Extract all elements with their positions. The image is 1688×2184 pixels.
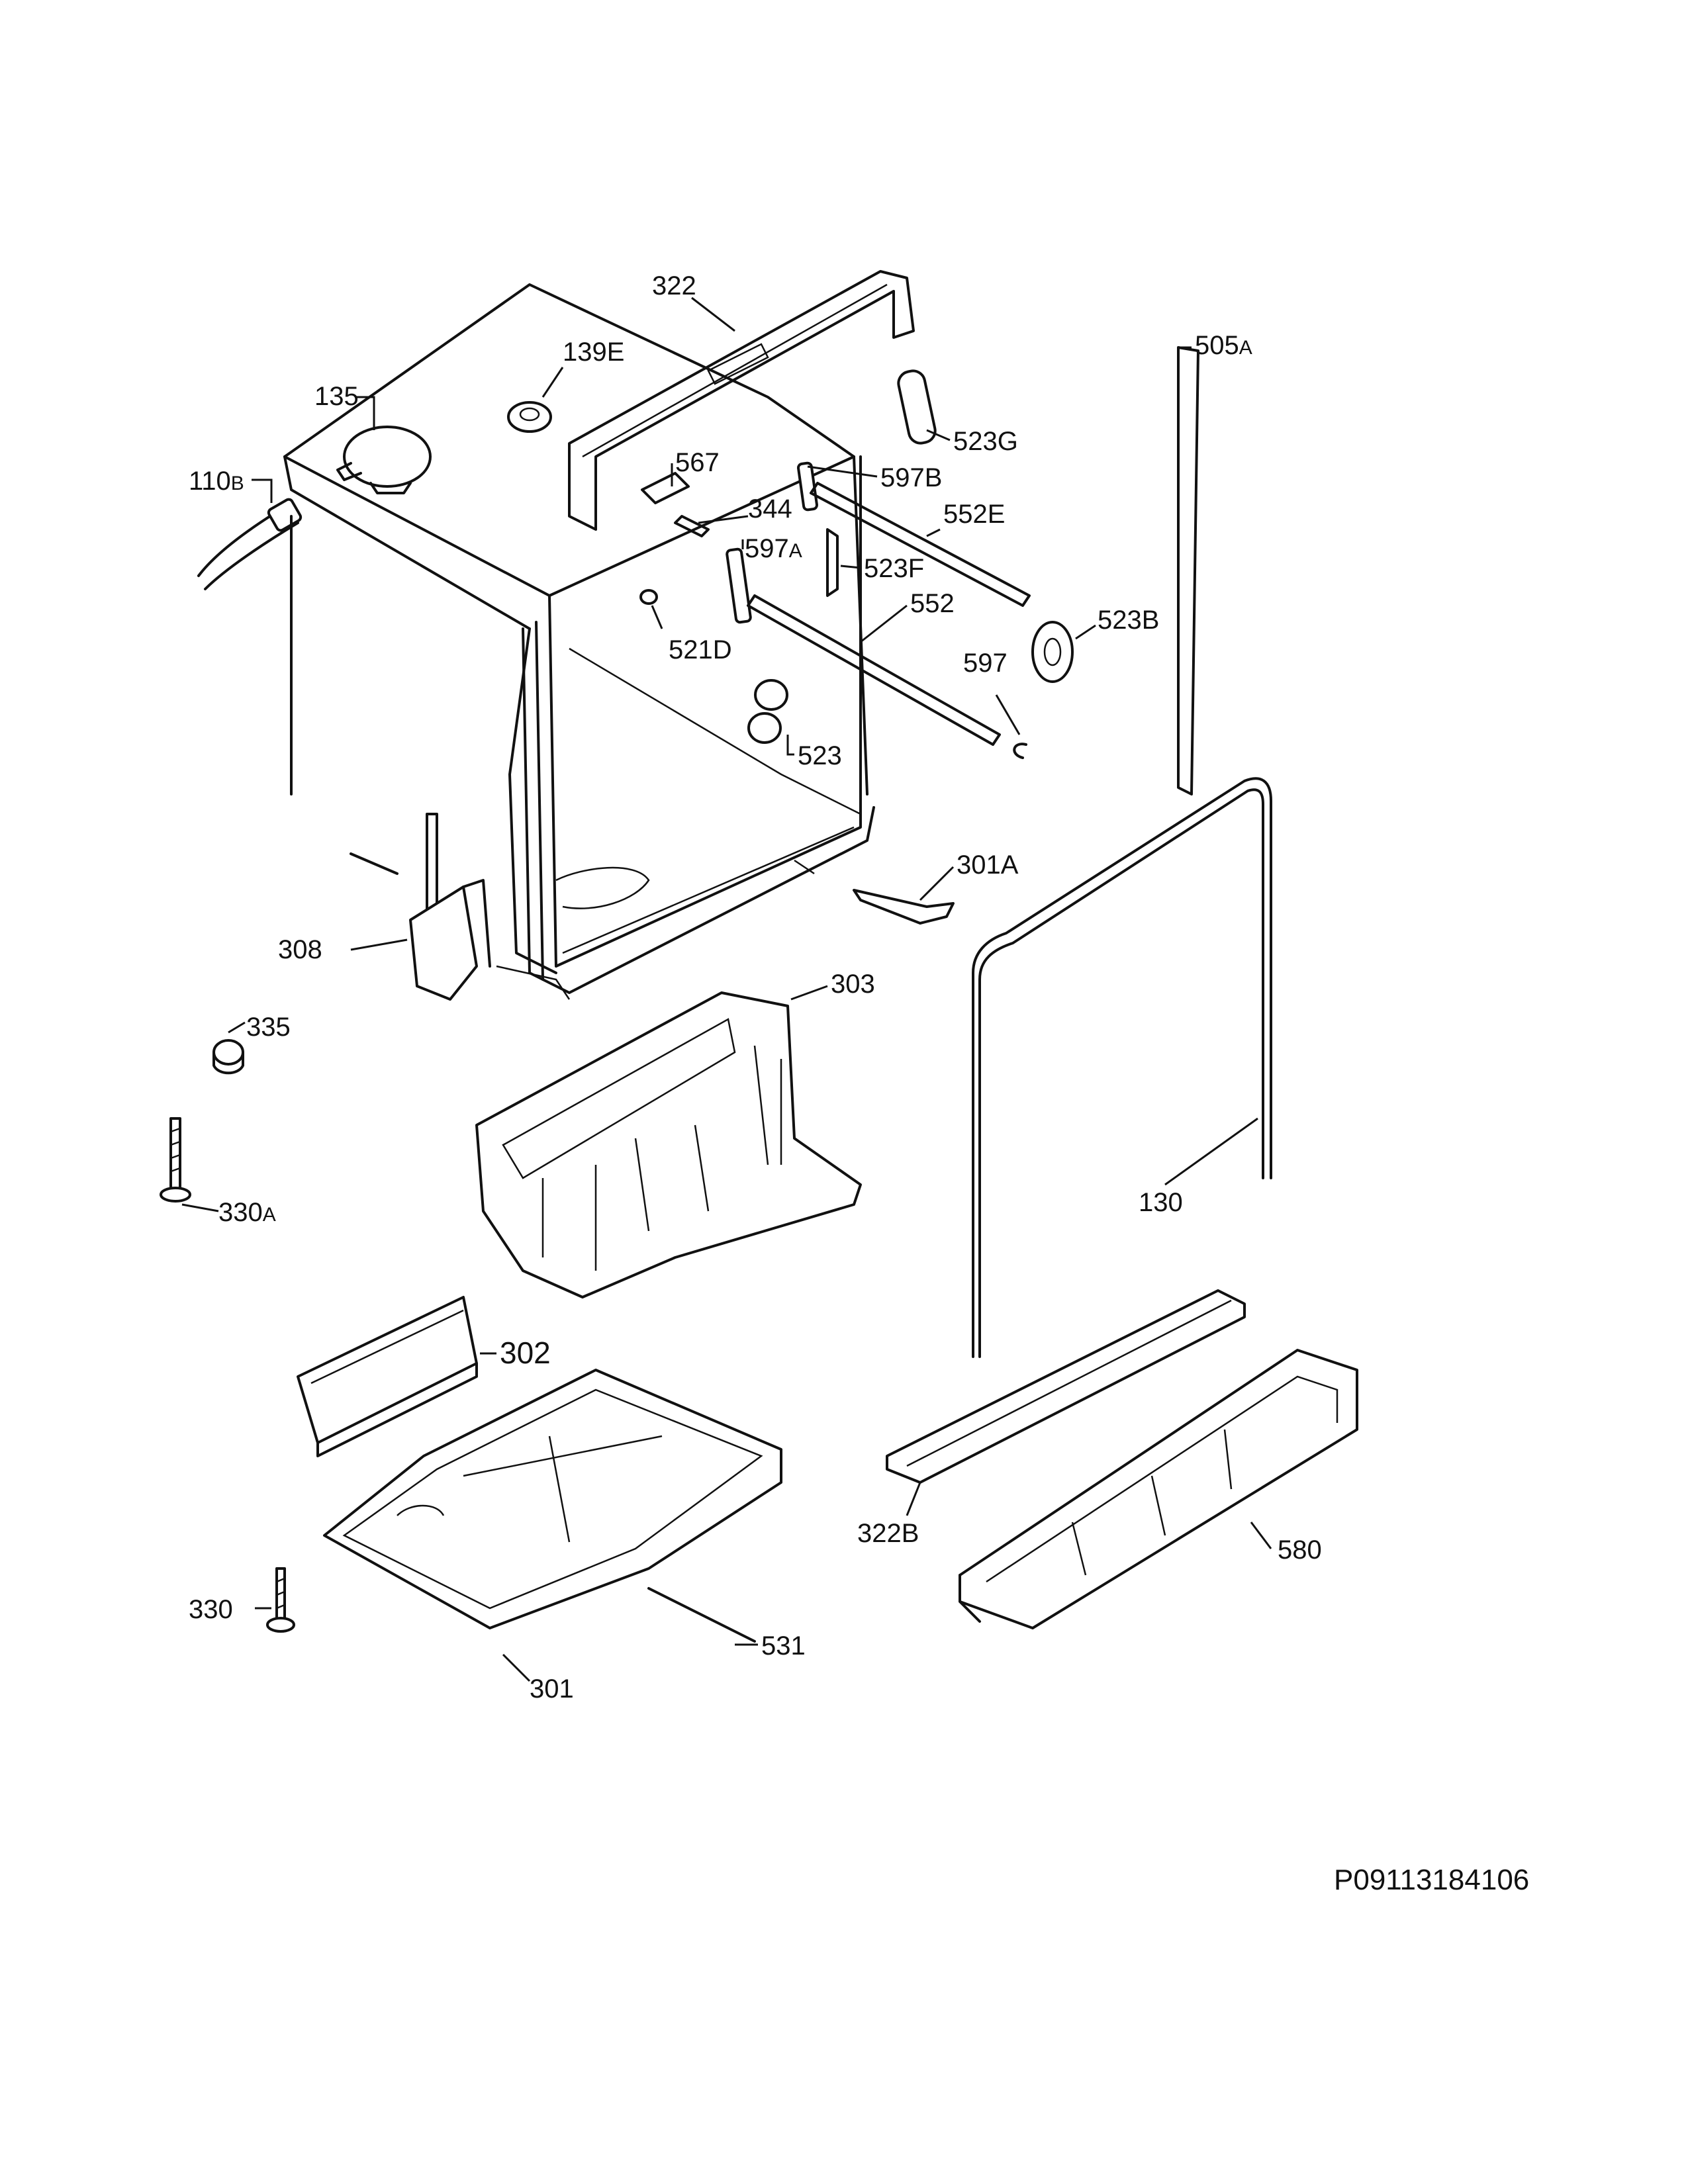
- callout-552e: 552E: [943, 500, 1005, 529]
- plug-521d: [639, 589, 658, 605]
- callout-308: 308: [278, 935, 322, 964]
- drawing-code: P09113184106: [1334, 1864, 1529, 1896]
- callout-135: 135: [314, 382, 359, 411]
- callout-301a: 301A: [957, 850, 1019, 880]
- callout-335: 335: [246, 1013, 291, 1042]
- rail-552: [747, 594, 1001, 746]
- link-523f: [826, 528, 839, 597]
- screw-330a: [160, 1117, 191, 1203]
- callout-322b: 322B: [857, 1519, 919, 1548]
- rod-531: [647, 1587, 756, 1643]
- bracket-344: [674, 515, 710, 537]
- top-nut: [507, 401, 552, 433]
- callout-552: 552: [910, 589, 955, 618]
- callout-labels: 322 139E 135 110B 567 597B 344 523G 505A…: [189, 271, 1322, 1704]
- guide-597b: [797, 461, 818, 512]
- clip-597: [1013, 743, 1027, 759]
- callout-322: 322: [652, 271, 696, 300]
- callout-567: 567: [675, 448, 720, 477]
- callout-110b: 110B: [189, 467, 244, 496]
- drain-hose: [197, 498, 303, 796]
- clip-567: [641, 472, 690, 504]
- rail-552e: [810, 482, 1031, 607]
- callout-523f: 523F: [864, 554, 924, 583]
- callout-597: 597: [963, 649, 1008, 678]
- base-plate-301: [323, 1369, 782, 1629]
- leader-lines: [181, 296, 1272, 1682]
- callout-580: 580: [1278, 1535, 1322, 1565]
- callout-330: 330: [189, 1595, 233, 1624]
- kickplate-frame-580: [959, 1349, 1358, 1629]
- panel-302: [297, 1296, 478, 1457]
- callout-301: 301: [530, 1674, 574, 1704]
- guide-301a: [853, 889, 955, 925]
- callout-523b: 523B: [1098, 606, 1159, 635]
- callout-344: 344: [748, 494, 792, 523]
- top-frame-rail: [568, 270, 915, 531]
- front-rail-322b: [886, 1289, 1246, 1484]
- callout-523: 523: [798, 741, 842, 770]
- foot-nut-335: [212, 1039, 244, 1075]
- screw-330: [266, 1567, 295, 1633]
- gasket-523g: [897, 369, 937, 445]
- guide-597a: [726, 547, 752, 624]
- air-break-device: [336, 426, 432, 494]
- callout-531: 531: [761, 1631, 806, 1661]
- strip-505a: [1177, 346, 1199, 796]
- callout-523g: 523G: [953, 427, 1018, 456]
- tub-assembly: [283, 283, 875, 1000]
- callout-130: 130: [1139, 1188, 1183, 1217]
- callout-597b: 597B: [880, 463, 942, 492]
- door-seal-130: [972, 777, 1272, 1358]
- callout-302: 302: [500, 1336, 551, 1370]
- gasket-523b: [1031, 621, 1074, 683]
- callout-597a: 597A: [745, 534, 802, 563]
- callout-330a: 330A: [218, 1198, 276, 1227]
- seal-pair-523: [747, 679, 788, 744]
- callout-139e: 139E: [563, 338, 624, 367]
- hinge-308: [350, 813, 491, 1001]
- callout-505a: 505A: [1195, 331, 1252, 360]
- base-frame-303: [475, 991, 862, 1298]
- callout-521d: 521D: [669, 635, 732, 664]
- callout-303: 303: [831, 970, 875, 999]
